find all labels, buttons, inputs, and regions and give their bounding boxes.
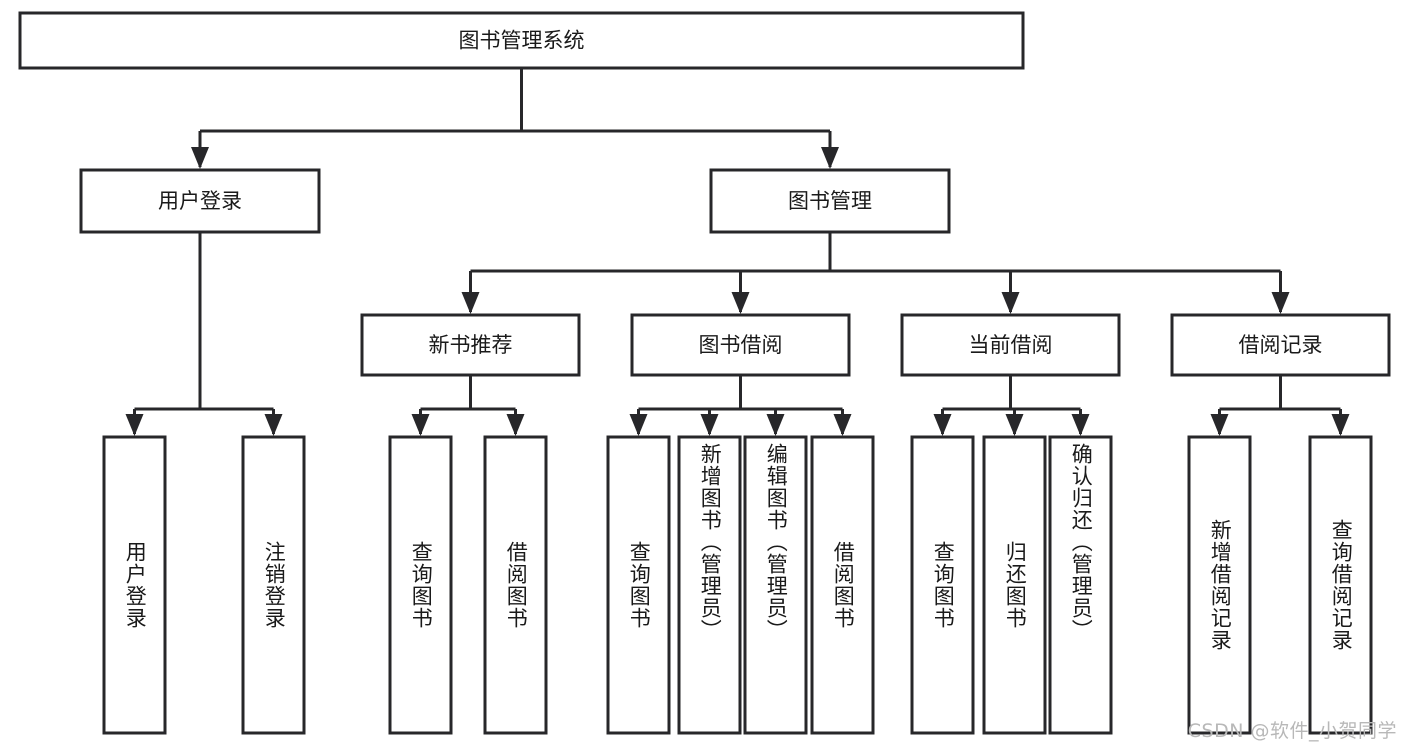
leaf-node-借阅图书[interactable] [810,435,875,735]
leaf-node-查询图书[interactable] [910,435,975,735]
node-label-l2-0: 用户登录 [158,189,242,213]
node-label-l3-0: 新书推荐 [429,333,513,357]
leaf-node-新增图书（管理员）[interactable] [677,435,742,735]
arrow-head-icon-leaf-3-0 [933,414,952,436]
leaf-node-查询图书[interactable] [606,435,671,735]
node-label-l3-2: 当前借阅 [969,333,1053,357]
arrow-head-icon-leaf-4-1 [1331,414,1350,436]
leaf-node-新增借阅记录[interactable] [1187,435,1252,735]
arrow-head-icon-leaf-2-0 [629,414,648,436]
arrow-head-icon-leaf-2-1 [700,414,719,436]
node-l3-新书推荐[interactable] [360,313,581,377]
leaf-node-用户登录[interactable] [102,435,167,735]
watermark: CSDN @软件_小贺同学 [1187,720,1397,742]
leaf-node-归还图书[interactable] [982,435,1047,735]
arrow-head-icon-leaf-0-0 [125,414,144,436]
node-label-l2-1: 图书管理 [788,189,872,213]
arrow-head-icon-leaf-3-1 [1005,414,1024,436]
arrow-head-icon-leaf-2-3 [833,414,852,436]
leaf-node-借阅图书[interactable] [483,435,548,735]
leaf-node-查询图书[interactable] [388,435,453,735]
node-label-l3-3: 借阅记录 [1239,333,1323,357]
arrow-head-icon-l3-1 [731,292,750,314]
leaf-node-编辑图书（管理员）[interactable] [743,435,808,735]
node-l3-当前借阅[interactable] [900,313,1121,377]
arrow-head-icon-root-0 [191,147,209,169]
node-label-root: 图书管理系统 [459,29,585,53]
arrow-head-icon-l3-3 [1271,292,1290,314]
node-boxes [18,11,1391,735]
node-l3-图书借阅[interactable] [630,313,851,377]
arrow-head-icon-root-1 [821,147,839,169]
node-l3-借阅记录[interactable] [1170,313,1391,377]
arrow-head-icon-l3-0 [461,292,480,314]
connector-lines [125,68,1350,436]
node-root-图书管理系统[interactable] [18,11,1025,70]
node-l2-用户登录[interactable] [79,168,321,234]
arrow-head-icon-leaf-2-2 [766,414,785,436]
arrow-head-icon-leaf-1-1 [506,414,525,436]
arrow-head-icon-l3-2 [1001,292,1020,314]
arrow-head-icon-leaf-1-0 [411,414,430,436]
arrow-head-icon-leaf-3-2 [1071,414,1090,436]
leaf-node-注销登录[interactable] [241,435,306,735]
arrow-head-icon-leaf-4-0 [1210,414,1229,436]
leaf-node-确认归还（管理员）[interactable] [1048,435,1113,735]
node-l2-图书管理[interactable] [709,168,951,234]
node-label-l3-1: 图书借阅 [699,333,783,357]
leaf-node-查询借阅记录[interactable] [1308,435,1373,735]
arrow-head-icon-leaf-0-1 [264,414,283,436]
